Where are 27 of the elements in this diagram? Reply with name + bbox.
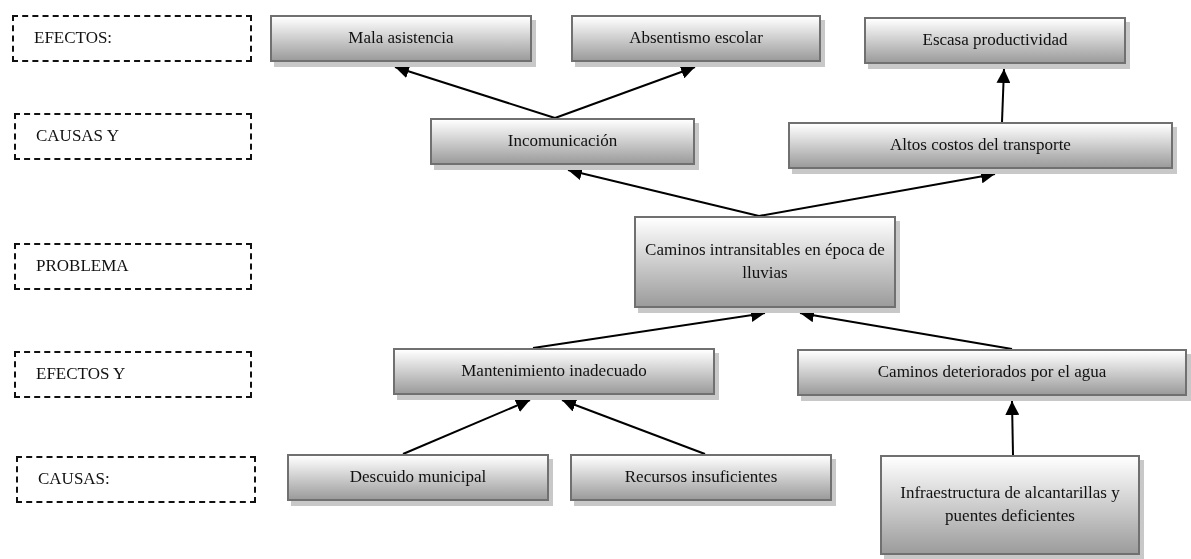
box-text: Descuido municipal — [349, 466, 487, 489]
box-text: EFECTOS Y — [36, 363, 126, 386]
level-label-box — [12, 15, 252, 62]
level-label-box — [16, 456, 256, 503]
arrow — [554, 65, 696, 119]
box-text: Absentismo escolar — [629, 27, 763, 50]
arrow — [996, 68, 1011, 123]
box-text: Incomunicación — [507, 130, 618, 153]
box-text: CAUSAS: — [38, 468, 110, 491]
box-text: EFECTOS: — [34, 27, 113, 50]
box-text: Infraestructura de alcantarillas y puentes deficientes — [899, 482, 1121, 527]
box-text: Mala asistencia — [348, 27, 454, 50]
box-text: CAUSAS Y — [36, 125, 119, 148]
arrow — [402, 399, 531, 455]
box-text: Mantenimiento inadecuado — [461, 360, 647, 383]
box-text: Caminos deteriorados por el agua — [877, 361, 1107, 384]
level-label-box — [14, 351, 252, 398]
level-label-box — [14, 113, 252, 160]
level-label-box — [14, 243, 252, 290]
arrow — [1005, 400, 1020, 456]
box-text: Escasa productividad — [922, 29, 1068, 52]
box-text: Recursos insuficientes — [624, 466, 778, 489]
arrow — [394, 64, 556, 119]
box-text: Altos costos del transporte — [890, 134, 1071, 157]
box-text: Caminos intransitables en época de lluvias — [644, 239, 886, 284]
box-text: PROBLEMA — [36, 255, 129, 278]
arrow — [561, 398, 706, 455]
